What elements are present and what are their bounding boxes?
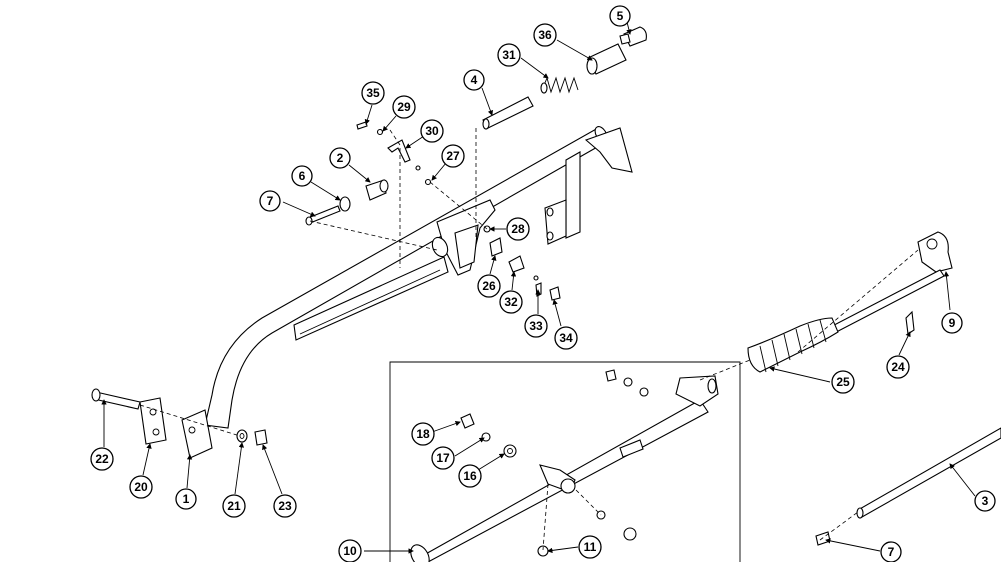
callout-1: 1 bbox=[175, 488, 197, 510]
callout-32: 32 bbox=[499, 290, 523, 314]
svg-text:36: 36 bbox=[538, 28, 552, 42]
svg-text:28: 28 bbox=[511, 222, 525, 236]
svg-text:11: 11 bbox=[584, 540, 597, 554]
svg-text:21: 21 bbox=[227, 499, 241, 513]
svg-text:16: 16 bbox=[463, 469, 477, 483]
callout-4: 4 bbox=[463, 69, 485, 91]
callout-34: 34 bbox=[554, 326, 578, 350]
detail-inset bbox=[389, 361, 741, 562]
svg-text:22: 22 bbox=[95, 452, 109, 466]
svg-text:4: 4 bbox=[471, 73, 478, 87]
svg-text:32: 32 bbox=[504, 295, 518, 309]
svg-text:23: 23 bbox=[278, 499, 292, 513]
callout-24: 24 bbox=[886, 355, 910, 379]
right-grip-assembly bbox=[747, 231, 953, 373]
svg-text:30: 30 bbox=[425, 124, 439, 138]
callout-29: 29 bbox=[392, 95, 416, 119]
svg-text:24: 24 bbox=[891, 360, 905, 374]
callout-5: 5 bbox=[609, 5, 631, 27]
callouts: 1 2 3 4 5 6 7 9 10 11 16 17 18 20 21 22 … bbox=[90, 5, 996, 562]
svg-text:7: 7 bbox=[267, 194, 274, 208]
svg-text:3: 3 bbox=[982, 494, 989, 508]
callout-30: 30 bbox=[420, 119, 444, 143]
svg-text:7: 7 bbox=[888, 545, 895, 559]
svg-text:18: 18 bbox=[416, 427, 430, 441]
callout-21: 21 bbox=[222, 494, 246, 518]
callout-2: 2 bbox=[329, 147, 351, 169]
handle-frame-tube bbox=[181, 126, 633, 459]
callout-27: 27 bbox=[441, 144, 465, 168]
svg-text:20: 20 bbox=[134, 480, 148, 494]
callout-33: 33 bbox=[524, 314, 548, 338]
callout-35: 35 bbox=[361, 81, 385, 105]
svg-text:17: 17 bbox=[436, 451, 450, 465]
svg-text:10: 10 bbox=[343, 544, 357, 558]
callout-28: 28 bbox=[506, 217, 530, 241]
callout-7-bottom: 7 bbox=[880, 541, 902, 562]
callout-16: 16 bbox=[458, 464, 482, 488]
svg-text:25: 25 bbox=[836, 375, 850, 389]
callout-18: 18 bbox=[411, 422, 435, 446]
callout-6: 6 bbox=[291, 165, 313, 187]
callout-23: 23 bbox=[273, 494, 297, 518]
callout-26: 26 bbox=[477, 274, 501, 298]
callout-22: 22 bbox=[90, 447, 114, 471]
svg-text:27: 27 bbox=[446, 149, 460, 163]
callout-7-top: 7 bbox=[259, 190, 281, 212]
right-rod bbox=[815, 427, 1001, 546]
callout-36: 36 bbox=[533, 23, 557, 47]
callout-leaders bbox=[101, 21, 976, 554]
svg-text:6: 6 bbox=[299, 169, 306, 183]
svg-text:1: 1 bbox=[183, 492, 190, 506]
callout-25: 25 bbox=[831, 370, 855, 394]
callout-3: 3 bbox=[974, 490, 996, 512]
svg-text:9: 9 bbox=[949, 316, 956, 330]
svg-text:35: 35 bbox=[366, 86, 380, 100]
svg-text:2: 2 bbox=[337, 151, 344, 165]
callout-20: 20 bbox=[129, 475, 153, 499]
svg-text:29: 29 bbox=[397, 100, 411, 114]
callout-31: 31 bbox=[497, 43, 521, 67]
svg-text:5: 5 bbox=[617, 9, 624, 23]
svg-text:33: 33 bbox=[529, 319, 543, 333]
assembly-lines bbox=[139, 128, 919, 551]
upper-small-parts bbox=[305, 26, 647, 301]
svg-text:31: 31 bbox=[502, 48, 516, 62]
left-hardware bbox=[91, 388, 268, 446]
svg-text:34: 34 bbox=[559, 331, 573, 345]
callout-10: 10 bbox=[338, 539, 362, 562]
svg-text:26: 26 bbox=[482, 279, 496, 293]
callout-9: 9 bbox=[941, 312, 963, 334]
callout-17: 17 bbox=[431, 446, 455, 470]
callout-11: 11 bbox=[578, 535, 602, 559]
